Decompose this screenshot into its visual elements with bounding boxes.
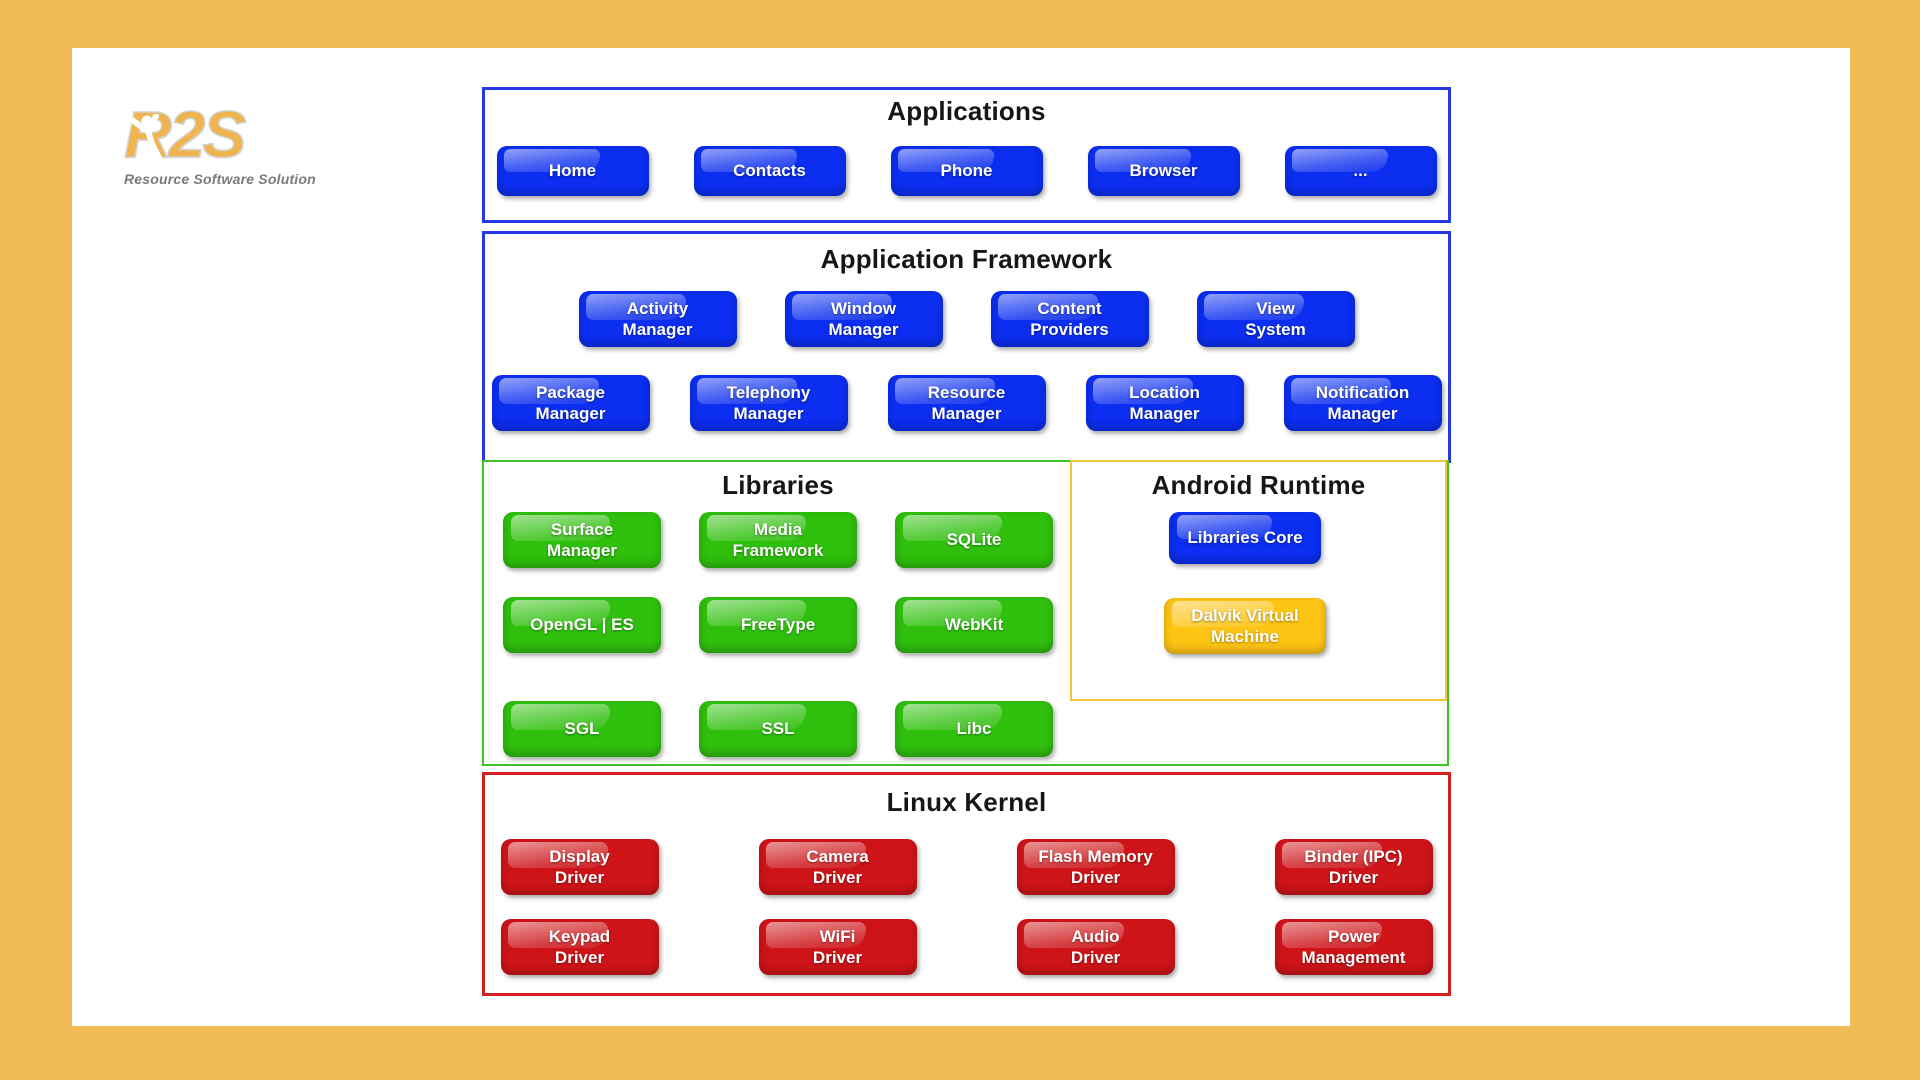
framework-row-2: Package Manager Telephony Manager Resour… — [485, 375, 1448, 431]
library-node: SQLite — [895, 512, 1053, 568]
framework-row-1: Activity Manager Window Manager Content … — [485, 291, 1448, 347]
kernel-driver-node: WiFi Driver — [758, 919, 917, 975]
framework-node-label: Window Manager — [828, 298, 899, 339]
application-node-label: Phone — [940, 161, 993, 181]
kernel-driver-label: Camera Driver — [806, 846, 869, 887]
slide-panel: R2S Resource Software Solution Applicati… — [72, 48, 1850, 1026]
framework-node: View System — [1196, 291, 1355, 347]
linux-kernel-title: Linux Kernel — [886, 787, 1047, 817]
application-node-label: Contacts — [733, 161, 806, 181]
company-logo: R2S Resource Software Solution — [123, 99, 364, 188]
applications-button-row: Home Contacts Phone Browser ... — [485, 146, 1448, 196]
kernel-driver-node: Flash Memory Driver — [1016, 839, 1175, 895]
framework-node: Activity Manager — [578, 291, 737, 347]
framework-node: Resource Manager — [887, 375, 1046, 431]
framework-node-label: Location Manager — [1129, 382, 1200, 423]
framework-node: Package Manager — [491, 375, 650, 431]
library-node: FreeType — [699, 597, 857, 653]
framework-node-label: Resource Manager — [927, 382, 1006, 423]
android-runtime-section: Android Runtime Libraries Core Dalvik Vi… — [1070, 460, 1447, 701]
kernel-driver-label: Flash Memory Driver — [1038, 846, 1153, 887]
framework-node: Content Providers — [990, 291, 1149, 347]
kernel-driver-node: Binder (IPC) Driver — [1274, 839, 1433, 895]
applications-title: Applications — [887, 96, 1046, 126]
kernel-row-2: Keypad Driver WiFi Driver Audio Driver P… — [485, 919, 1448, 975]
library-node: OpenGL | ES — [503, 597, 661, 653]
logo-mark: R2S — [123, 99, 247, 170]
logo-subtitle: Resource Software Solution — [124, 171, 316, 188]
kernel-driver-label: Audio Driver — [1070, 926, 1121, 967]
libraries-column: Libraries Surface Manager Media Framewor… — [484, 462, 1072, 764]
application-framework-section: Application Framework Activity Manager W… — [482, 231, 1451, 463]
framework-node-label: View System — [1245, 298, 1306, 339]
library-node-label: SSL — [761, 719, 795, 739]
framework-node-label: Activity Manager — [622, 298, 693, 339]
framework-node-label: Telephony Manager — [726, 382, 811, 423]
library-node: SGL — [503, 701, 661, 757]
kernel-driver-node: Power Management — [1274, 919, 1433, 975]
library-node-label: Media Framework — [732, 519, 824, 560]
framework-node-label: Notification Manager — [1315, 382, 1410, 423]
library-node-label: OpenGL | ES — [530, 615, 634, 635]
library-node: WebKit — [895, 597, 1053, 653]
framework-node-label: Package Manager — [535, 382, 606, 423]
dalvik-vm-node: Dalvik Virtual Machine — [1164, 598, 1326, 654]
library-node-label: SQLite — [946, 530, 1002, 550]
framework-node: Notification Manager — [1283, 375, 1442, 431]
library-node-label: SGL — [564, 719, 600, 739]
applications-section: Applications Home Contacts Phone Browser… — [482, 87, 1451, 223]
application-node: Home — [496, 146, 649, 196]
framework-node-label: Content Providers — [1030, 298, 1109, 339]
kernel-driver-label: Binder (IPC) Driver — [1304, 846, 1403, 887]
library-node: Libc — [895, 701, 1053, 757]
kernel-driver-node: Keypad Driver — [500, 919, 659, 975]
framework-node: Window Manager — [784, 291, 943, 347]
linux-kernel-section: Linux Kernel Display Driver Camera Drive… — [482, 772, 1451, 996]
framework-node: Telephony Manager — [689, 375, 848, 431]
libraries-row-3: SGL SSL Libc — [484, 701, 1072, 757]
framework-node: Location Manager — [1085, 375, 1244, 431]
kernel-driver-node: Audio Driver — [1016, 919, 1175, 975]
dalvik-vm-label: Dalvik Virtual Machine — [1191, 605, 1299, 646]
application-node-label: Browser — [1129, 161, 1198, 181]
libraries-core-label: Libraries Core — [1187, 528, 1303, 548]
application-node: ... — [1284, 146, 1437, 196]
libraries-row-2: OpenGL | ES FreeType WebKit — [484, 597, 1072, 653]
kernel-driver-node: Display Driver — [500, 839, 659, 895]
kernel-row-1: Display Driver Camera Driver Flash Memor… — [485, 839, 1448, 895]
application-node: Contacts — [693, 146, 846, 196]
library-node-label: FreeType — [740, 615, 816, 635]
kernel-driver-label: WiFi Driver — [812, 926, 863, 967]
library-node: Media Framework — [699, 512, 857, 568]
library-node-label: Surface Manager — [547, 519, 617, 560]
libraries-row-1: Surface Manager Media Framework SQLite — [484, 512, 1072, 568]
climbing-person-icon — [129, 114, 165, 169]
kernel-driver-node: Camera Driver — [758, 839, 917, 895]
application-node: Phone — [890, 146, 1043, 196]
library-node-label: WebKit — [944, 615, 1004, 635]
application-node-label: Home — [548, 161, 597, 181]
kernel-driver-label: Display Driver — [549, 846, 610, 887]
libraries-section: Libraries Surface Manager Media Framewor… — [482, 460, 1449, 766]
library-node: SSL — [699, 701, 857, 757]
kernel-driver-label: Keypad Driver — [548, 926, 611, 967]
library-node-label: Libc — [956, 719, 992, 739]
application-node: Browser — [1087, 146, 1240, 196]
kernel-driver-label: Power Management — [1301, 926, 1406, 967]
libraries-title: Libraries — [722, 470, 834, 500]
libraries-core-node: Libraries Core — [1169, 512, 1321, 564]
framework-title: Application Framework — [820, 244, 1113, 274]
android-runtime-title: Android Runtime — [1151, 470, 1366, 500]
library-node: Surface Manager — [503, 512, 661, 568]
application-node-label: ... — [1353, 161, 1368, 181]
